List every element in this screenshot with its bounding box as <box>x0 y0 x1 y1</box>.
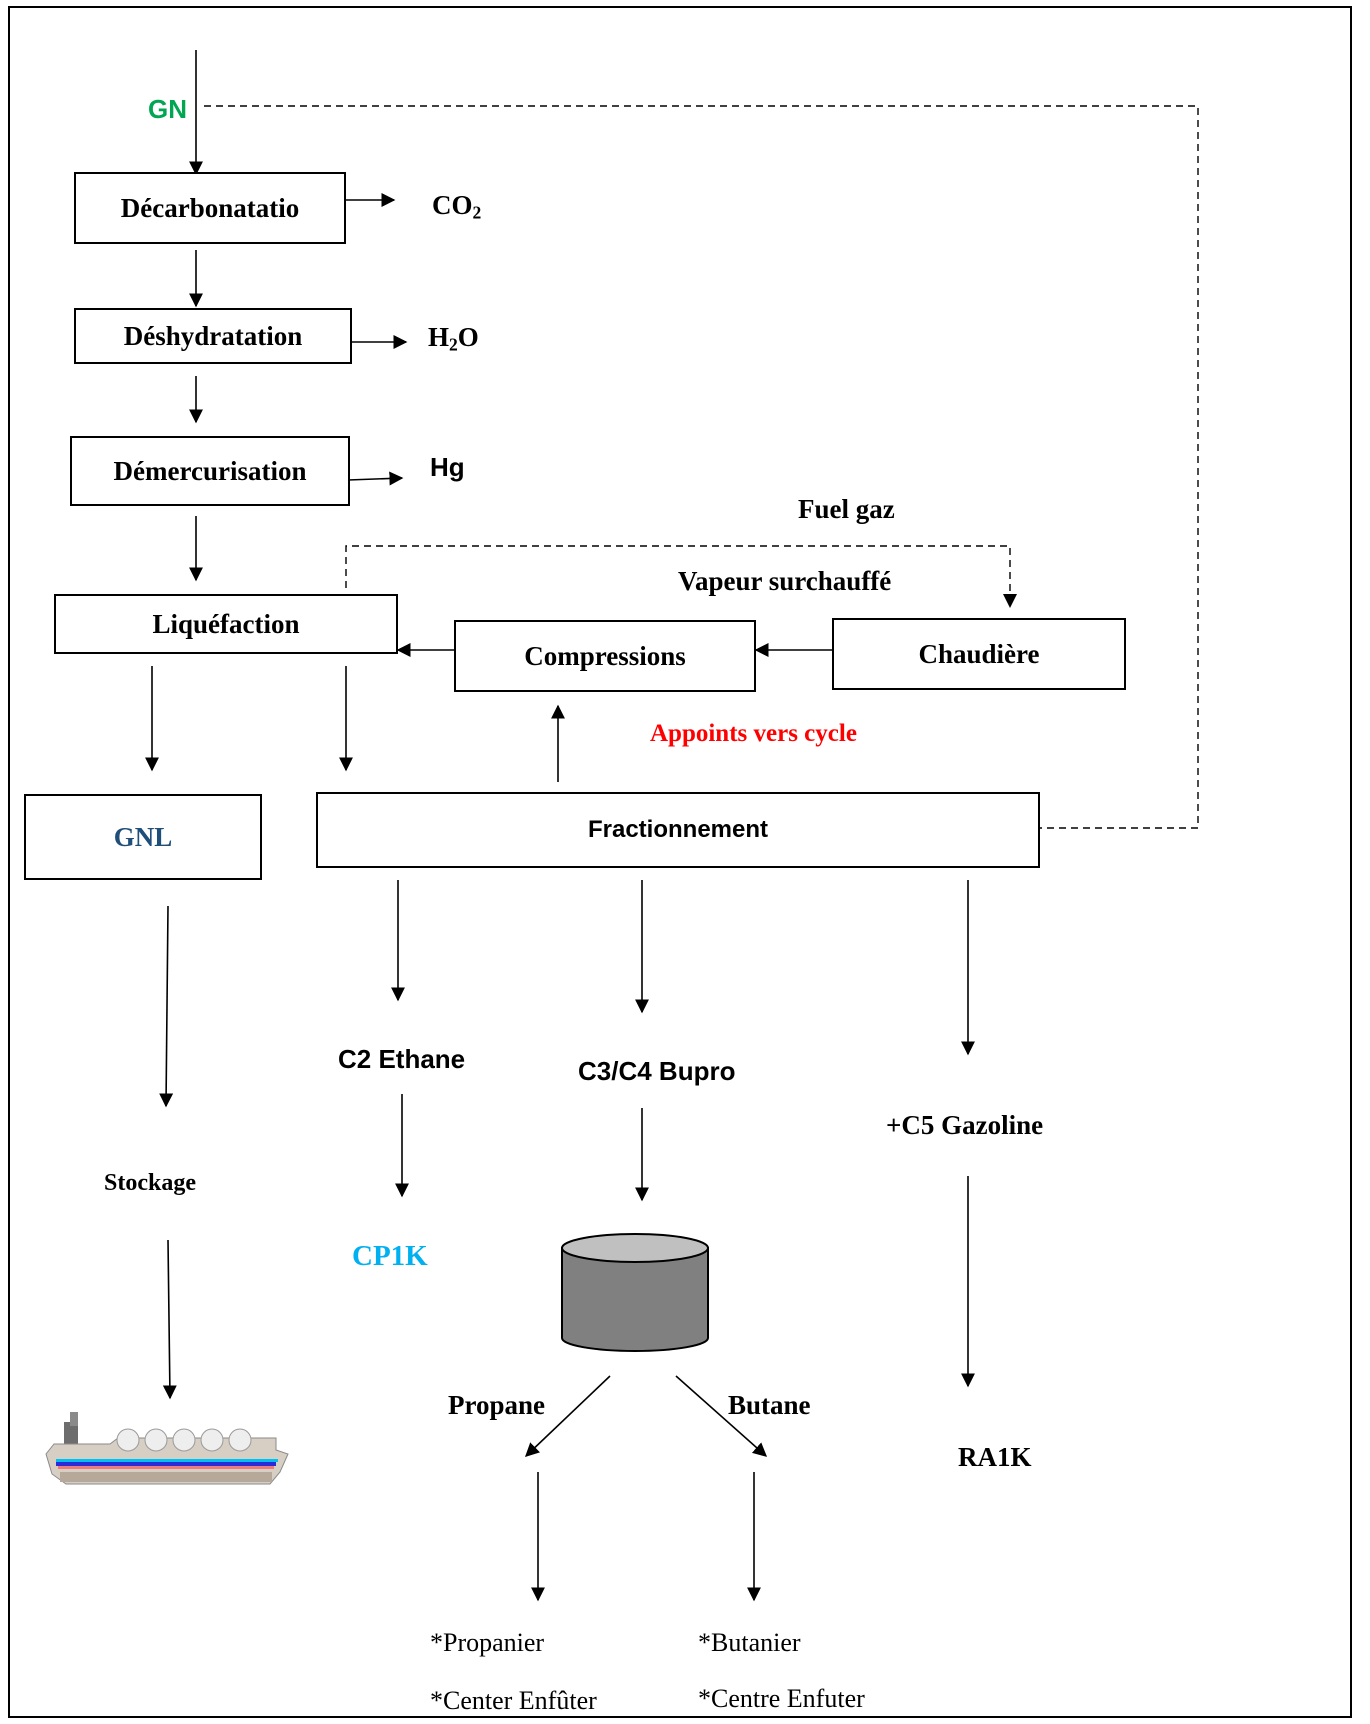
c2-ethane-label: C2 Ethane <box>338 1044 466 1074</box>
liquefaction-label: Liquéfaction <box>152 608 300 639</box>
dashed-fuel-gaz <box>345 545 1011 606</box>
h2o-label: H2O <box>428 322 479 355</box>
propane-label: Propane <box>448 1390 546 1420</box>
diagram-frame <box>8 6 1352 1718</box>
propanier-label: *Propanier <box>430 1628 545 1657</box>
stockage-label: Stockage <box>104 1170 196 1196</box>
compressions-box: Compressions <box>454 620 756 692</box>
deshydratation-label: Déshydratation <box>123 320 303 351</box>
gnl-label: GNL <box>113 821 173 852</box>
dashed-gn-recycle <box>204 105 1199 829</box>
h2o-subscript: 2 <box>449 334 458 355</box>
liquefaction-box: Liquéfaction <box>54 594 398 654</box>
fractionnement-box: Fractionnement <box>316 792 1040 868</box>
lng-ship-icon <box>45 1412 289 1485</box>
centre-enfuter-label: *Centre Enfuter <box>698 1684 865 1713</box>
appoints-label: Appoints vers cycle <box>650 720 857 747</box>
h2o-h: H <box>428 322 450 352</box>
c5-gazoline-label: +C5 Gazoline <box>886 1110 1044 1140</box>
deshydratation-box: Déshydratation <box>74 308 352 364</box>
demercurisation-box: Démercurisation <box>70 436 350 506</box>
co2-subscript: 2 <box>472 202 482 223</box>
fuel-gaz-label: Fuel gaz <box>798 494 895 524</box>
arrow-stockage-to-ship <box>162 1239 177 1400</box>
arrow-to-hg <box>347 471 404 486</box>
arrow-tank-to-butane <box>675 1375 768 1457</box>
h2o-o: O <box>457 322 479 352</box>
chaudiere-box: Chaudière <box>832 618 1126 690</box>
compressions-label: Compressions <box>524 640 686 671</box>
storage-tank-icon <box>561 1233 709 1352</box>
gnl-box: GNL <box>24 794 262 880</box>
butane-label: Butane <box>728 1390 811 1420</box>
arrow-gnl-to-stockage <box>159 905 174 1108</box>
ra1k-label: RA1K <box>958 1442 1032 1472</box>
butanier-label: *Butanier <box>698 1628 801 1657</box>
fractionnement-label: Fractionnement <box>587 816 769 843</box>
co2-label: CO2 <box>432 190 481 223</box>
arrow-tank-to-propane <box>524 1375 611 1457</box>
chaudiere-label: Chaudière <box>918 638 1040 669</box>
demercurisation-label: Démercurisation <box>113 455 307 486</box>
arrow-fuel-gaz-head <box>1003 594 1017 608</box>
decarbonatation-box: Décarbonatatio <box>74 172 346 244</box>
cp1k-label: CP1K <box>352 1240 428 1272</box>
center-enfuter-label: *Center Enfûter <box>430 1686 597 1715</box>
decarbonatation-label: Décarbonatatio <box>120 192 300 223</box>
gn-input-label: GN <box>148 94 187 124</box>
vapeur-label: Vapeur surchauffé <box>678 566 892 596</box>
co2-main: CO <box>432 190 473 220</box>
c3c4-bupro-label: C3/C4 Bupro <box>578 1056 736 1086</box>
hg-label: Hg <box>430 452 465 482</box>
